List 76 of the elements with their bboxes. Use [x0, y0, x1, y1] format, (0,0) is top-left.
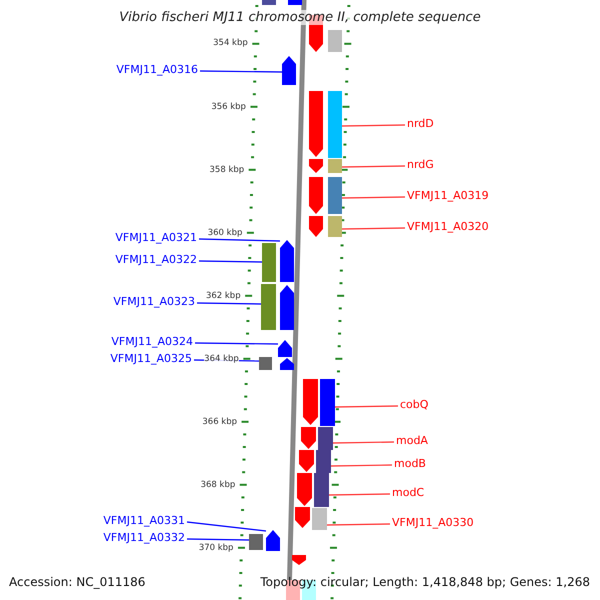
- gene-feature: [312, 508, 327, 530]
- leader-line: [342, 124, 406, 127]
- gene-feature: [278, 340, 292, 357]
- scale-label: 364 kbp: [204, 354, 239, 364]
- gene-feature: [280, 285, 294, 330]
- leader-line: [195, 342, 278, 345]
- scale-label: 358 kbp: [210, 165, 244, 175]
- leader-line: [328, 493, 390, 496]
- scale-label: 370 kbp: [198, 543, 234, 553]
- gene-feature: [309, 216, 323, 237]
- gene-label: VFMJ11_A0319: [407, 189, 489, 202]
- leader-line: [342, 227, 406, 230]
- gene-label: nrdD: [407, 117, 434, 130]
- gene-label: VFMJ11_A0323: [113, 295, 195, 308]
- gene-feature: [295, 507, 310, 528]
- leader-line: [342, 196, 406, 199]
- gene-feature: [280, 240, 294, 282]
- gene-label: VFMJ11_A0316: [116, 63, 198, 76]
- gene-feature: [309, 159, 323, 173]
- gene-label: nrdG: [407, 158, 434, 171]
- scale-label: 368 kbp: [200, 480, 236, 490]
- leader-line: [198, 260, 262, 263]
- leader-line: [186, 521, 266, 532]
- leader-line: [326, 523, 390, 526]
- leader-line: [334, 405, 398, 408]
- gene-feature: [303, 379, 318, 425]
- leader-line: [330, 464, 392, 467]
- scale-label: 362 kbp: [206, 291, 241, 301]
- leader-line: [196, 302, 262, 305]
- leader-line: [200, 70, 282, 73]
- gene-label: VFMJ11_A0320: [407, 220, 489, 233]
- gene-feature: [262, 243, 276, 282]
- gene-label: VFMJ11_A0325: [110, 352, 192, 365]
- gene-feature: [328, 91, 342, 158]
- gene-label: VFMJ11_A0330: [392, 516, 474, 529]
- gene-feature: [328, 177, 342, 214]
- gene-feature: [262, 0, 276, 5]
- gene-feature: [328, 30, 342, 52]
- gene-label: modB: [394, 457, 426, 470]
- gene-feature: [314, 473, 329, 507]
- gene-label: VFMJ11_A0332: [103, 531, 185, 544]
- gene-feature: [328, 216, 342, 237]
- gene-label: VFMJ11_A0331: [103, 514, 185, 527]
- gene-feature: [282, 56, 296, 85]
- gene-feature: [309, 91, 323, 157]
- accession-text: Accession: NC_011186: [9, 575, 146, 589]
- gene-label: VFMJ11_A0321: [115, 231, 197, 244]
- gene-feature: [249, 534, 263, 550]
- scale-label: 366 kbp: [202, 417, 238, 427]
- gene-feature: [259, 357, 272, 370]
- gene-feature: [320, 379, 335, 426]
- gene-label: VFMJ11_A0322: [115, 253, 197, 266]
- gene-label: cobQ: [400, 398, 428, 411]
- gene-label: modC: [392, 486, 424, 499]
- scale-label: 354 kbp: [213, 38, 248, 48]
- leader-line: [332, 441, 394, 444]
- gene-feature: [292, 555, 306, 565]
- scale-label: 356 kbp: [211, 102, 246, 112]
- gene-feature: [309, 177, 323, 214]
- gene-feature: [299, 450, 314, 472]
- leader-line: [186, 538, 250, 541]
- gene-feature: [318, 427, 333, 450]
- gene-feature: [301, 427, 316, 449]
- leader-line: [342, 165, 406, 168]
- scale-label: 360 kbp: [208, 228, 242, 238]
- gene-feature: [288, 0, 302, 5]
- gene-feature: [266, 530, 280, 551]
- gene-feature: [297, 473, 312, 506]
- gene-label: VFMJ11_A0324: [111, 335, 193, 348]
- gene-feature: [328, 159, 342, 173]
- gene-feature: [280, 358, 294, 370]
- gene-feature: [261, 284, 276, 330]
- gene-label: modA: [396, 434, 428, 447]
- map-title: Vibrio fischeri MJ11 chromosome II, complete sequence: [119, 10, 481, 25]
- genome-info-text: Topology: circular; Length: 1,418,848 bp; Genes: 1,268: [260, 575, 590, 589]
- leader-line: [198, 238, 280, 242]
